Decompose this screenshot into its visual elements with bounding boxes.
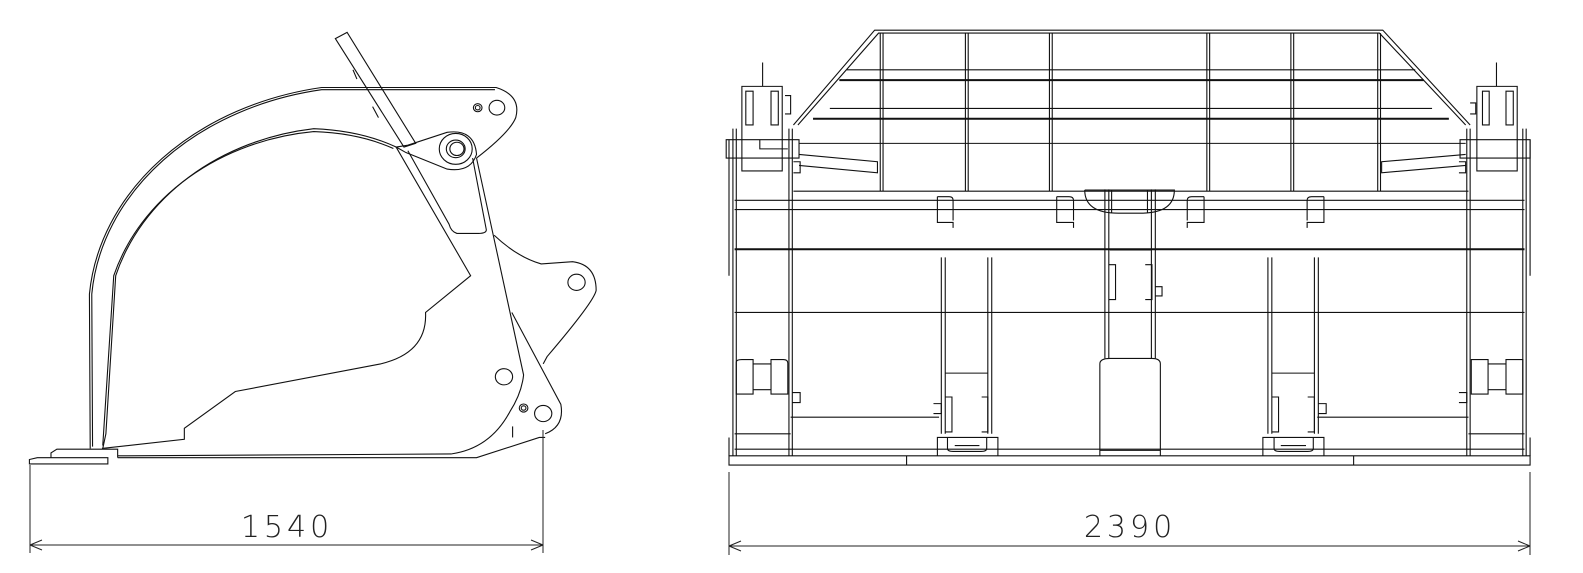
dimension-label-1540: 1540 — [241, 510, 333, 545]
front-view-grapple-bucket — [726, 30, 1530, 465]
dimension-width-side: 1540 — [29, 430, 544, 553]
side-view-grapple-bucket — [29, 32, 596, 464]
dimension-label-2390: 2390 — [1084, 510, 1176, 545]
dimension-width-front: 2390 — [728, 472, 1531, 555]
cage-verticals — [880, 33, 1380, 191]
